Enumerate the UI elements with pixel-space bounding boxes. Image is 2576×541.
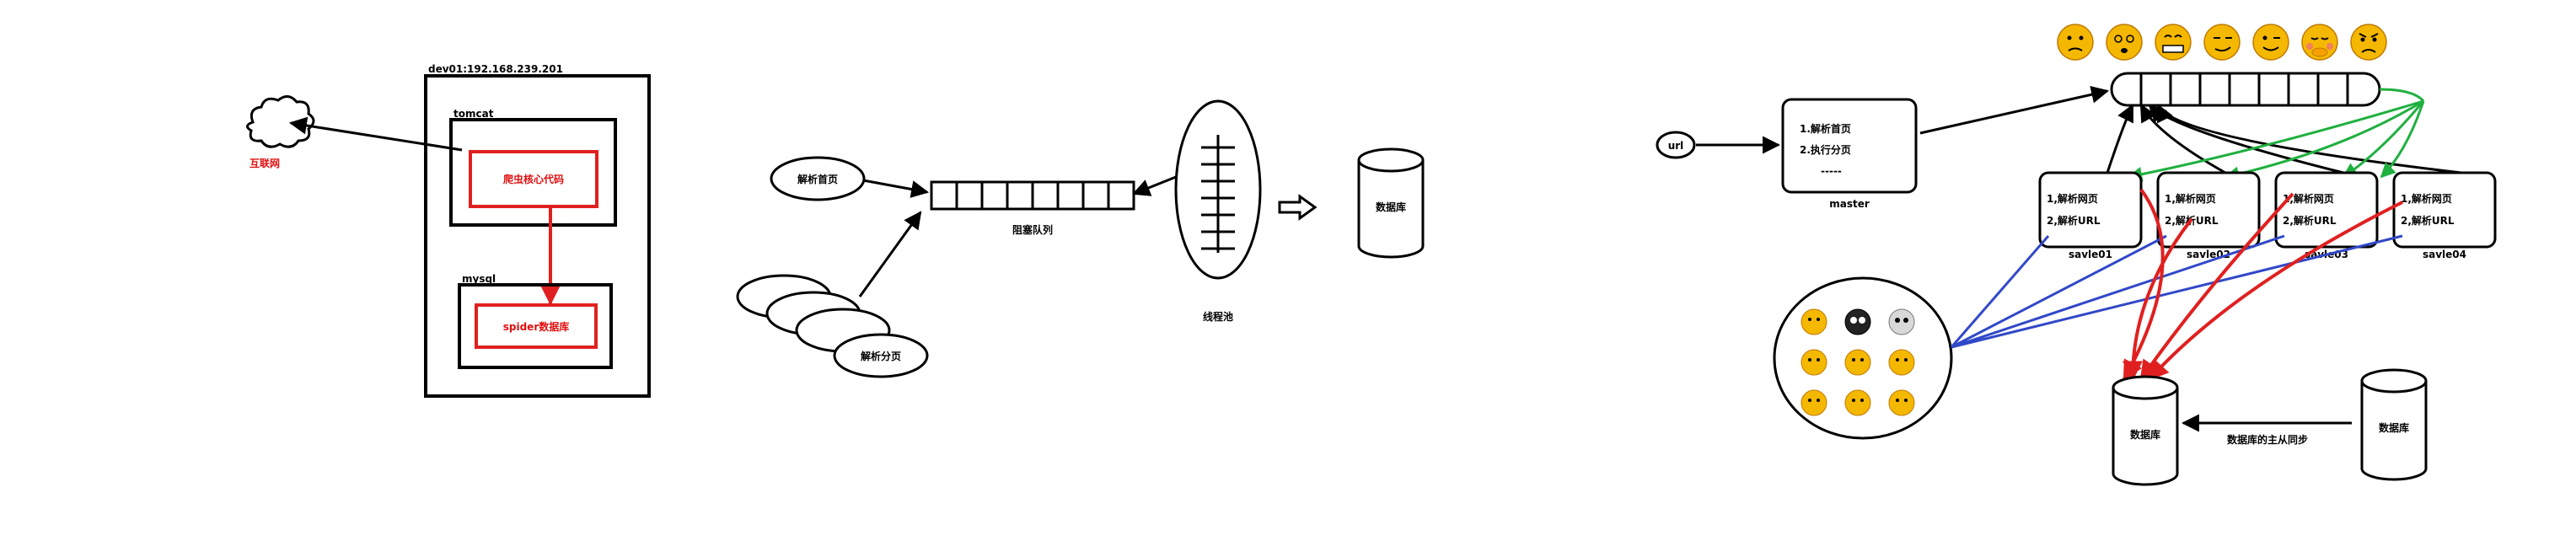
slave-3-line-1: 1,解析网页	[2283, 192, 2334, 205]
url-label: url	[1668, 140, 1684, 152]
master-label: master	[1829, 198, 1870, 210]
slave-1: 1,解析网页 2,解析URL savle01	[2038, 171, 2143, 260]
mysql-label: mysql	[462, 273, 496, 285]
master-line-1: 1.解析首页	[1800, 122, 1851, 135]
blocking-queue-label: 阻塞队列	[1012, 223, 1053, 236]
crawler-core-box	[469, 150, 598, 208]
crawler-core-label: 爬虫核心代码	[502, 173, 564, 185]
left-deployment-diagram: 互联网 dev01:192.168.239.201 tomcat 爬虫核心代码 …	[246, 63, 651, 398]
thread-pool-node	[1174, 99, 1262, 280]
server-box	[424, 74, 651, 398]
master-line-2: 2.执行分页	[1800, 143, 1851, 156]
pool-emoji-4-icon	[1801, 349, 1827, 376]
parse-paging-node	[833, 333, 929, 378]
middle-database-icon	[1357, 147, 1425, 259]
right-database-slave-label: 数据库	[2379, 421, 2409, 434]
threadpool-to-queue-arrow	[1132, 175, 1177, 196]
parse-paging-label: 解析分页	[861, 350, 901, 362]
parse-home-node	[770, 156, 866, 201]
emoji-pool-grid	[1801, 308, 1915, 416]
threadpool-to-db-arrow	[1278, 194, 1318, 221]
slave-to-queue-arrows	[2106, 104, 2462, 174]
slave-4-line-2: 2,解析URL	[2401, 214, 2455, 227]
right-database-slave-icon	[2360, 368, 2428, 481]
smirk-emoji-icon	[2203, 24, 2241, 61]
pool-emoji-5-icon	[1844, 349, 1871, 376]
thread-pool-threads	[1201, 135, 1235, 253]
slave-1-label: savle01	[2069, 249, 2112, 260]
pool-emoji-2-icon	[1844, 308, 1871, 335]
tomcat-label: tomcat	[453, 108, 494, 120]
slave-4-label: savle04	[2423, 249, 2466, 260]
pool-emoji-1-icon	[1801, 308, 1827, 335]
internet-arrow	[288, 116, 463, 152]
pool-to-slave-lines	[1950, 234, 2403, 349]
right-distributed-diagram: url 1.解析首页 2.执行分页 ----- master	[1656, 24, 2497, 486]
thinking-emoji-icon	[2057, 24, 2094, 61]
slave-2-label: savle02	[2187, 249, 2230, 260]
master-line-3: -----	[1821, 165, 1842, 177]
url-node	[1656, 131, 1696, 159]
queue-to-slave-arrows	[2127, 88, 2425, 182]
right-database-master-label: 数据库	[2130, 428, 2160, 441]
mysql-box	[458, 283, 613, 369]
parse-home-arrow	[862, 179, 930, 198]
blocking-queue	[930, 180, 1135, 211]
slave-1-line-1: 1,解析网页	[2047, 192, 2098, 205]
master-box	[1781, 98, 1918, 194]
thread-pool-label: 线程池	[1203, 310, 1233, 323]
shy-emoji-icon	[2301, 24, 2338, 61]
spider-db-label: spider数据库	[503, 320, 570, 333]
slave-to-db-arrows	[2123, 188, 2403, 382]
parse-paging-arrow	[858, 211, 922, 297]
slave-1-line-2: 2,解析URL	[2047, 214, 2101, 227]
internet-label: 互联网	[250, 158, 280, 169]
angry-emoji-icon	[2350, 24, 2387, 61]
grin-emoji-icon	[2155, 24, 2192, 61]
slave-4: 1,解析网页 2,解析URL savle04	[2392, 171, 2497, 260]
emoji-row	[2057, 24, 2387, 61]
server-label: dev01:192.168.239.201	[428, 63, 563, 75]
pool-emoji-7-icon	[1801, 389, 1827, 416]
master-to-queue-arrow	[1919, 85, 2110, 135]
shared-queue	[2110, 72, 2381, 107]
pool-emoji-8-icon	[1844, 389, 1871, 416]
tomcat-box	[449, 118, 617, 227]
internet-cloud-icon	[246, 95, 315, 148]
pool-emoji-6-icon	[1888, 349, 1915, 376]
db-sync-label: 数据库的主从同步	[2227, 433, 2308, 446]
wink-emoji-icon	[2252, 24, 2289, 61]
pool-emoji-9-icon	[1888, 389, 1915, 416]
middle-database-label: 数据库	[1376, 201, 1406, 213]
slave-3: 1,解析网页 2,解析URL savle03	[2274, 171, 2379, 260]
middle-queue-diagram: 解析首页 解析分页 阻塞队列	[736, 99, 1425, 378]
dizzy-emoji-icon	[2106, 24, 2143, 61]
emoji-pool-oval	[1773, 276, 1953, 440]
pool-emoji-3-icon	[1888, 308, 1915, 335]
slave-3-line-2: 2,解析URL	[2283, 214, 2337, 227]
parse-home-label: 解析首页	[797, 173, 838, 185]
right-database-master-icon	[2112, 375, 2179, 486]
slave-4-line-1: 1,解析网页	[2401, 192, 2452, 205]
spider-db-box	[475, 303, 598, 349]
slave-2-line-1: 1,解析网页	[2165, 192, 2216, 205]
